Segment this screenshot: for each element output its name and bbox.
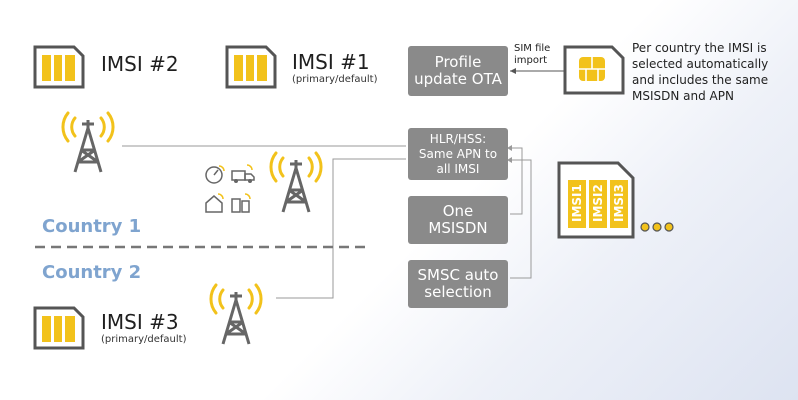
note-text: Per country the IMSI is selected automat… bbox=[632, 41, 769, 103]
devices-icon bbox=[231, 193, 251, 213]
imsi-2-label: IMSI #2 bbox=[101, 52, 179, 76]
sim-card-icon bbox=[225, 45, 277, 89]
sim-chip-card-icon bbox=[563, 45, 625, 95]
profile-ota-box: Profile update OTA bbox=[408, 46, 508, 96]
more-dots-icon bbox=[640, 222, 674, 232]
profile-ota-line2: update OTA bbox=[414, 70, 502, 88]
imsi-1-label: IMSI #1 bbox=[292, 50, 370, 74]
hlr-hss-box: HLR/HSS: Same APN to all IMSI bbox=[408, 128, 508, 180]
sim-slot-label: IMSI3 bbox=[612, 184, 626, 222]
cell-tower-icon bbox=[61, 111, 115, 173]
sim-slot-label: IMSI1 bbox=[570, 184, 584, 222]
sim-file-import-label: SIM file import bbox=[514, 43, 551, 66]
country-1-label: Country 1 bbox=[42, 216, 142, 237]
home-icon bbox=[205, 193, 224, 213]
imsi-3-sub: (primary/default) bbox=[101, 334, 187, 345]
cell-tower-icon bbox=[209, 283, 263, 345]
msisdn-box: One MSISDN bbox=[408, 196, 508, 244]
sim-card-icon bbox=[33, 45, 85, 89]
country-2-label: Country 2 bbox=[42, 262, 142, 283]
profile-ota-line1: Profile bbox=[434, 53, 482, 71]
imsi-1-sub: (primary/default) bbox=[292, 74, 378, 85]
sim-card-icon bbox=[33, 306, 85, 350]
arrow-line bbox=[510, 68, 566, 74]
smsc-box: SMSC auto selection bbox=[408, 260, 508, 308]
cell-tower-icon bbox=[269, 151, 323, 213]
multi-imsi-sim-icon: IMSI1 IMSI2 IMSI3 bbox=[557, 161, 635, 239]
sim-slot-label: IMSI2 bbox=[591, 184, 605, 222]
truck-icon bbox=[231, 164, 255, 183]
imsi-3-label: IMSI #3 bbox=[101, 310, 179, 334]
meter-icon bbox=[205, 165, 225, 184]
